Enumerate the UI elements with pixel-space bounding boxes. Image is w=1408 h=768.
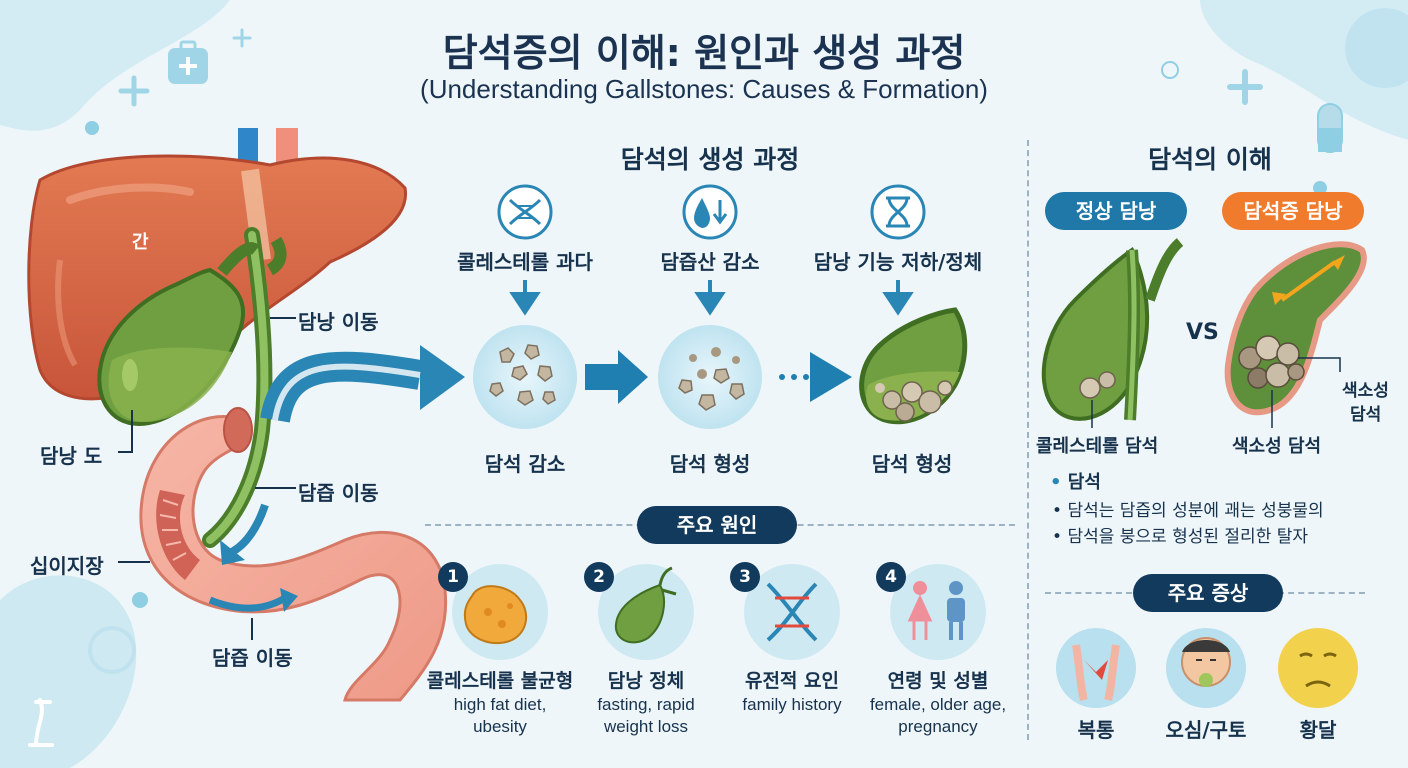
- cause-sub-1a: high fat diet,: [453, 695, 547, 714]
- vs-label: VS: [1186, 320, 1219, 345]
- hourglass-icon: [870, 184, 926, 240]
- stage-arrow-2: [779, 352, 852, 402]
- abdominal-pain-icon: [1056, 628, 1136, 708]
- cause-number-2: 2: [584, 562, 614, 592]
- cause-label-cholesterol: 콜레스테롤 과다: [457, 250, 593, 274]
- stone-bullet-2: • 담석을 붕으로 형성된 절리한 탈자: [1052, 527, 1309, 547]
- logo-mark-icon: [28, 698, 54, 747]
- bile-move-label-2: 담즙 이동: [212, 646, 293, 670]
- symptoms-heading: 주요 증상: [1133, 574, 1283, 612]
- cause-sub-4a: female, older age,: [869, 695, 1007, 714]
- cause-sub-1b: ubesity: [473, 717, 527, 736]
- pigment-stone-label: 색소성 담석: [1232, 436, 1322, 457]
- diseased-gallbladder-pill: 담석증 담낭: [1222, 192, 1364, 230]
- duodenum-illustration: [139, 407, 448, 702]
- cause-number-1: 1: [438, 562, 468, 592]
- pill-capsule-icon: [1317, 103, 1343, 153]
- stage-label-1: 담석 감소: [484, 452, 566, 476]
- stage-label-3: 담석 형성: [871, 452, 953, 476]
- normal-gallbladder-pill: 정상 담낭: [1045, 192, 1187, 230]
- stage-gallbladder-stones: [859, 307, 968, 425]
- bile-duct-illustration: [202, 227, 287, 548]
- cause-sub-4b: pregnancy: [898, 717, 978, 736]
- cause-down-arrows: [509, 280, 914, 316]
- anatomy-flow-arrows: [208, 345, 465, 612]
- stage-label-2: 담석 형성: [669, 452, 751, 476]
- diseased-gallbladder-illustration: [1224, 241, 1367, 428]
- cause-label-bile-acid: 담즙산 감소: [660, 250, 760, 274]
- symptom-nausea: 오심/구토: [1165, 718, 1247, 742]
- symptom-jaundice: 황달: [1299, 718, 1337, 742]
- medical-kit-icon: [168, 40, 208, 84]
- stage-arrow-1: [585, 350, 648, 404]
- cause-number-3: 3: [730, 562, 760, 592]
- page-subtitle: (Understanding Gallstones: Causes & Form…: [420, 74, 988, 104]
- cholesterol-stone-label: 콜레스테롤 담석: [1036, 436, 1159, 457]
- main-causes-heading: 주요 원인: [637, 506, 797, 544]
- cause-sub-3a: family history: [742, 695, 842, 714]
- gallbladder-illustration: [97, 267, 246, 426]
- cause-icon-age-gender: [890, 564, 986, 660]
- gallbladder-move-label: 담낭 이동: [298, 310, 379, 334]
- pigment-stone-label-b: 담석: [1350, 405, 1382, 425]
- cause-number-4: 4: [876, 562, 906, 592]
- cause-sub-2a: fasting, rapid: [597, 695, 695, 714]
- formation-heading: 담석의 생성 과정: [620, 145, 800, 174]
- stone-bullet-1: • 담석는 담즙의 성분에 괘는 성붕물의: [1052, 501, 1324, 521]
- cause-title-4: 연령 및 성별: [887, 670, 989, 692]
- stage-cell-2: [658, 325, 762, 429]
- cause-label-stasis: 담낭 기능 저하/정체: [813, 250, 983, 274]
- stage-cell-1: [473, 325, 577, 429]
- liver-label: 간: [132, 232, 149, 253]
- stone-bullet-title: • 담석: [1050, 472, 1101, 493]
- dna-icon: [497, 184, 553, 240]
- cause-icon-cholesterol: [452, 564, 548, 660]
- cause-title-3: 유전적 요인: [744, 670, 839, 692]
- cause-title-1: 콜레스테롤 불균형: [426, 670, 574, 692]
- anatomy-leader-lines: [118, 317, 296, 640]
- cause-icon-stagnation: [598, 564, 694, 660]
- cause-title-2: 담낭 정체: [607, 670, 685, 692]
- panel-divider: [1027, 140, 1029, 740]
- cause-sub-2b: weight loss: [603, 717, 689, 736]
- gallbladder-duct-label: 담낭 도: [40, 444, 103, 468]
- plus-icon: [118, 28, 1263, 107]
- understanding-heading: 담석의 이해: [1148, 145, 1272, 174]
- duodenum-label: 십이지장: [30, 554, 104, 578]
- page-title: 담석증의 이해: 원인과 생성 과정: [442, 31, 966, 75]
- jaundice-face-icon: [1278, 628, 1358, 708]
- pigment-stone-label-a: 색소성: [1342, 381, 1389, 401]
- symptom-abdominal-pain: 복통: [1077, 718, 1115, 742]
- cause-icon-genetic: [744, 564, 840, 660]
- normal-gallbladder-illustration: [1041, 238, 1184, 428]
- droplet-down-icon: [682, 184, 738, 240]
- nausea-face-icon: [1166, 628, 1246, 708]
- bile-move-label-1: 담즙 이동: [298, 481, 379, 505]
